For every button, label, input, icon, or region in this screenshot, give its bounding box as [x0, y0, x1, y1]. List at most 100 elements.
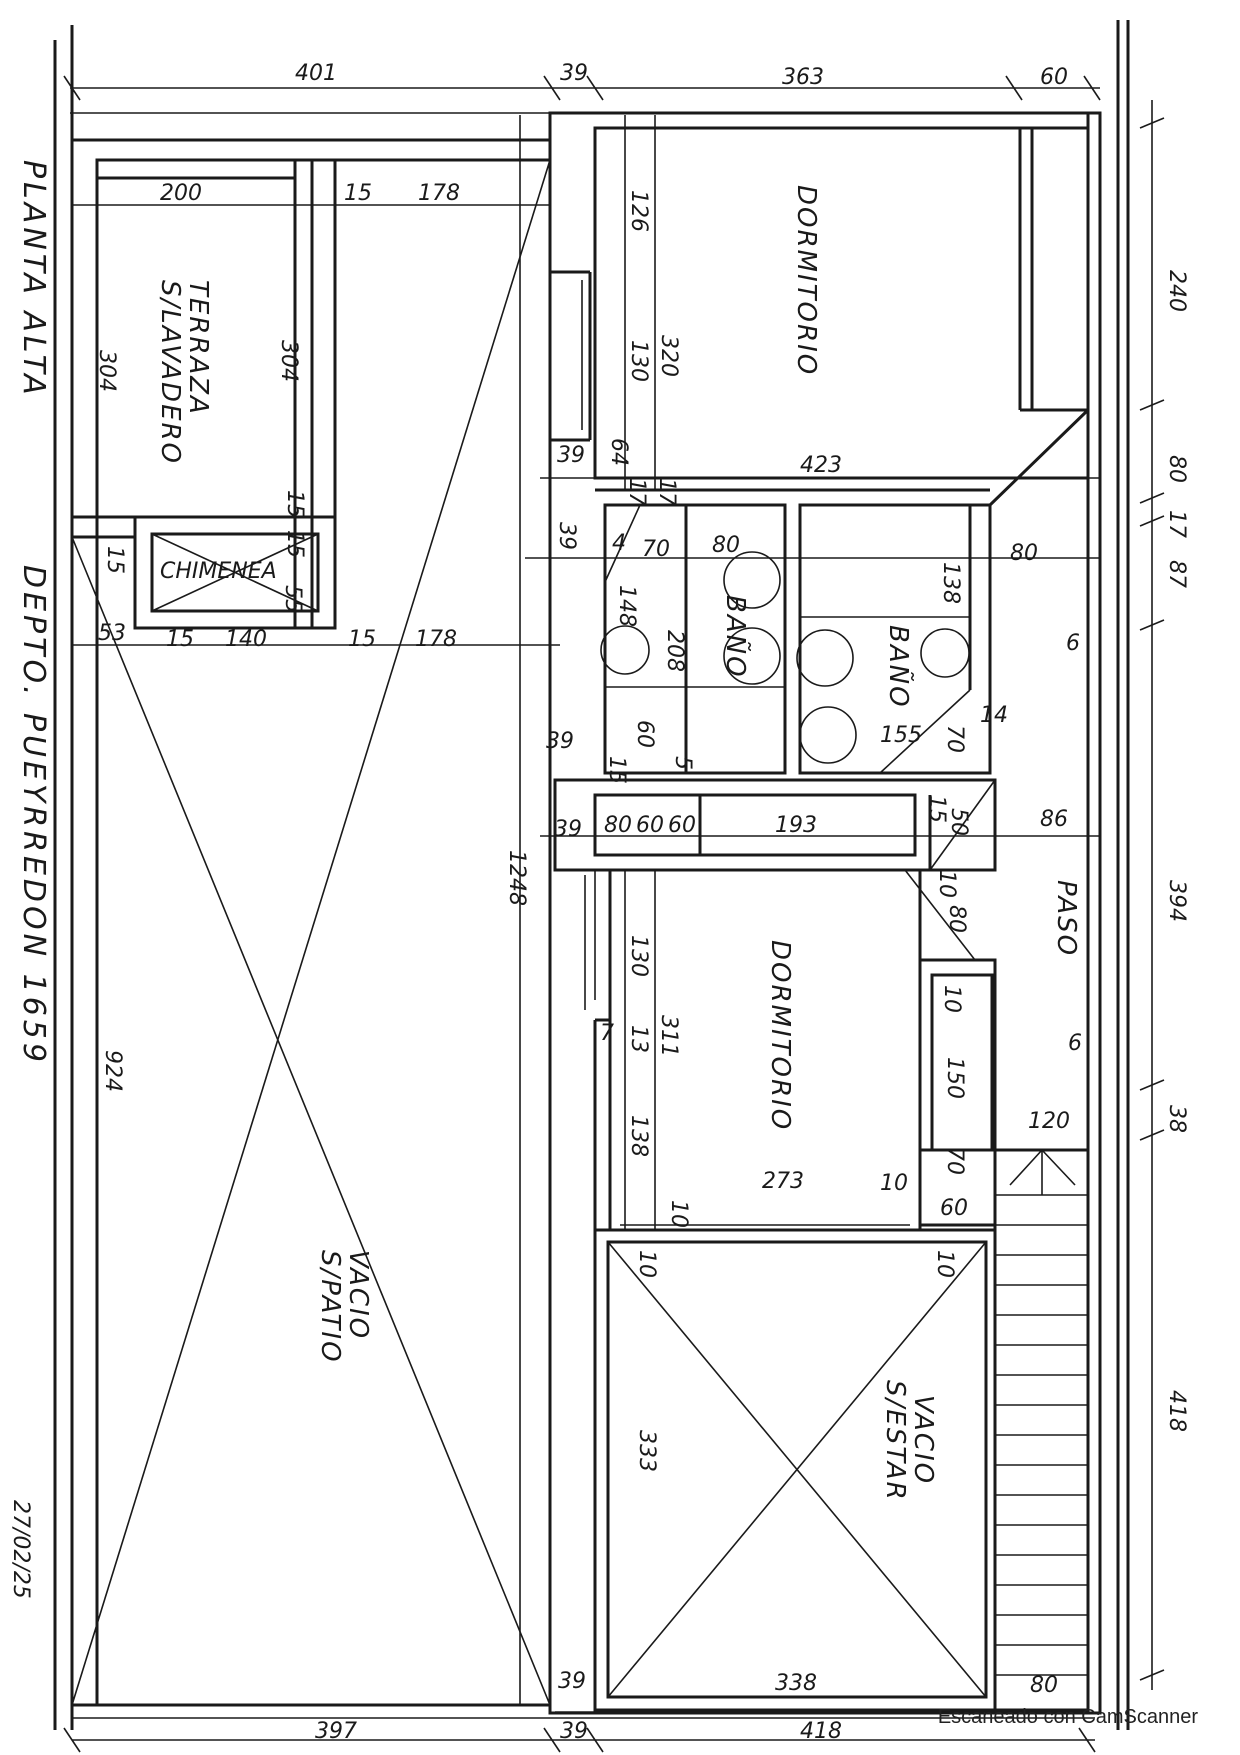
dim-label: 39: [554, 522, 579, 550]
dim-label: 15: [166, 627, 194, 652]
dim-label: 39: [558, 1669, 586, 1694]
dim-label: 7: [600, 1021, 614, 1046]
dim-label: 126: [626, 190, 651, 232]
dim-label: 70: [942, 1147, 967, 1175]
dim-label: 120: [1028, 1109, 1070, 1134]
dim-label: 10: [939, 985, 964, 1013]
dim-label: 15: [924, 795, 949, 823]
dim-label: 13: [626, 1025, 651, 1053]
dim-label: 208: [662, 630, 687, 672]
sheet-title: PLANTA ALTA: [16, 160, 51, 399]
dim-label: 80: [1030, 1673, 1058, 1698]
dim-label: 80: [1164, 455, 1189, 483]
dim-label: 273: [762, 1169, 804, 1194]
dim-label: 15: [604, 756, 629, 784]
room-label-vacio-patio: VACIO: [343, 1250, 373, 1340]
dim-label: 150: [942, 1057, 967, 1099]
dim-label: 87: [1164, 560, 1189, 588]
dim-label: 155: [880, 723, 922, 748]
dim-label: 55: [280, 585, 305, 613]
dim-label: 418: [1164, 1390, 1189, 1432]
dim-label: 6: [1066, 631, 1080, 656]
dim-label: 6: [1068, 1031, 1082, 1056]
dim-label: 10: [634, 1250, 659, 1278]
dim-label: 14: [980, 703, 1008, 728]
dim-label: 178: [418, 181, 460, 206]
dim-label: 200: [160, 181, 202, 206]
dim-label: 148: [614, 585, 639, 627]
room-label-bano-right: BAÑO: [883, 625, 915, 709]
bottom-dimension-chain: [63, 1717, 1096, 1753]
dim-label: 15: [348, 627, 376, 652]
dim-label: 320: [656, 335, 681, 377]
dim-label: 17: [1164, 510, 1189, 538]
dim-label: 333: [634, 1430, 659, 1472]
room-label-dormitorio-top: DORMITORIO: [791, 185, 821, 376]
dim-label: 138: [938, 562, 963, 604]
dim-label: 60: [668, 813, 696, 838]
dim-label: 60: [940, 1196, 968, 1221]
dim-label: 397: [315, 1719, 357, 1744]
dim-label: 418: [800, 1719, 842, 1744]
sheet-titles: PLANTA ALTA DEPTO. PUEYRREDON 1659 27/02…: [8, 160, 51, 1599]
dim-label: 39: [546, 729, 574, 754]
dim-label: 60: [636, 813, 664, 838]
dim-label: 10: [934, 870, 959, 898]
dim-label: 15: [344, 181, 372, 206]
room-label-dormitorio-mid: DORMITORIO: [765, 940, 795, 1131]
room-label-bano-left: BAÑO: [720, 595, 752, 679]
dim-label: 80: [944, 905, 969, 933]
dim-label: 15: [282, 490, 307, 518]
dim-label: 10: [666, 1200, 691, 1228]
right-dimension-chain: [1139, 100, 1165, 1690]
dim-label: 86: [1040, 807, 1068, 832]
dim-label: 338: [775, 1671, 817, 1696]
dim-label: 60: [1040, 65, 1068, 90]
dim-label: 423: [800, 453, 842, 478]
room-label-terraza-sub: S/LAVADERO: [155, 280, 185, 465]
dim-label: 60: [632, 720, 657, 748]
dim-label: 10: [880, 1171, 908, 1196]
room-label-terraza: TERRAZA: [183, 280, 213, 416]
dim-label: 311: [656, 1015, 681, 1057]
dim-label: 401: [295, 61, 337, 86]
room-label-vacio-estar-sub: S/ESTAR: [880, 1380, 910, 1502]
dim-label: 39: [557, 443, 585, 468]
dim-label: 394: [1164, 880, 1189, 922]
dim-label: 5: [670, 756, 695, 770]
dim-label: 15: [102, 546, 127, 574]
dim-label: 39: [554, 817, 582, 842]
dim-label: 17: [654, 478, 679, 506]
dim-label: 363: [782, 65, 824, 90]
sheet-date: 27/02/25: [8, 1500, 33, 1599]
room-label-vacio-estar: VACIO: [908, 1395, 938, 1485]
dim-label: 53: [98, 621, 126, 646]
dim-label: 70: [642, 537, 670, 562]
dim-label: 39: [560, 1719, 588, 1744]
room-labels: DORMITORIO DORMITORIO BAÑO BAÑO TERRAZA …: [155, 185, 1081, 1502]
dim-label: 304: [276, 340, 301, 382]
dim-label: 10: [932, 1250, 957, 1278]
dim-label: 80: [604, 813, 632, 838]
room-label-vacio-patio-sub: S/PATIO: [315, 1250, 345, 1364]
dim-label: 80: [1010, 541, 1038, 566]
dim-label: 924: [100, 1050, 125, 1092]
dim-label: 1248: [504, 850, 529, 906]
sheet-subtitle: DEPTO. PUEYRREDON 1659: [16, 565, 51, 1066]
interior-dimension-lines: [72, 115, 1100, 1713]
left-wing-walls: [70, 138, 552, 1707]
dim-label: 130: [626, 935, 651, 977]
dim-label: 38: [1164, 1105, 1189, 1133]
dim-label: 17: [624, 478, 649, 506]
dim-label: 64: [606, 438, 631, 466]
room-label-paso: PASO: [1051, 880, 1081, 957]
dim-label: 130: [626, 340, 651, 382]
dim-label: 304: [94, 350, 119, 392]
dimension-labels: 401 39 363 60 200 15 178 304 304 15 15 5…: [94, 61, 1189, 1744]
dim-label: 140: [225, 627, 267, 652]
dim-label: 193: [775, 813, 817, 838]
dim-label: 80: [712, 533, 740, 558]
dim-label: 15: [282, 530, 307, 558]
dim-label: 70: [942, 725, 967, 753]
